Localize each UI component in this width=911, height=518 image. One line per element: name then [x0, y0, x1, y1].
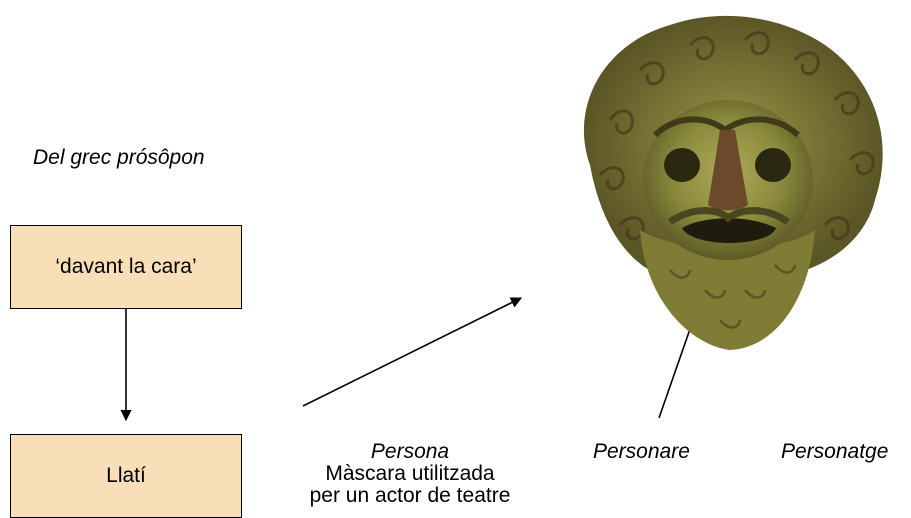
greek-meaning-label: ‘davant la cara’: [55, 255, 196, 279]
persona-term: Persona: [280, 441, 540, 463]
latin-box: Llatí: [10, 434, 242, 518]
mask-left-eye: [664, 148, 700, 182]
latin-label: Llatí: [106, 464, 146, 488]
persona-definition-line2: per un actor de teatre: [280, 485, 540, 507]
word-personatge: Personatge: [781, 440, 888, 464]
theatre-mask-image: [530, 0, 911, 360]
persona-definition-line1: Màscara utilitzada: [280, 463, 540, 485]
mask-right-eye: [755, 148, 791, 182]
arrow-persona-to-mask: [303, 298, 521, 406]
word-personare: Personare: [593, 440, 690, 464]
origin-label: Del grec prósôpon: [33, 146, 205, 170]
greek-meaning-box: ‘davant la cara’: [10, 225, 242, 309]
persona-definition: Persona Màscara utilitzada per un actor …: [280, 441, 540, 507]
